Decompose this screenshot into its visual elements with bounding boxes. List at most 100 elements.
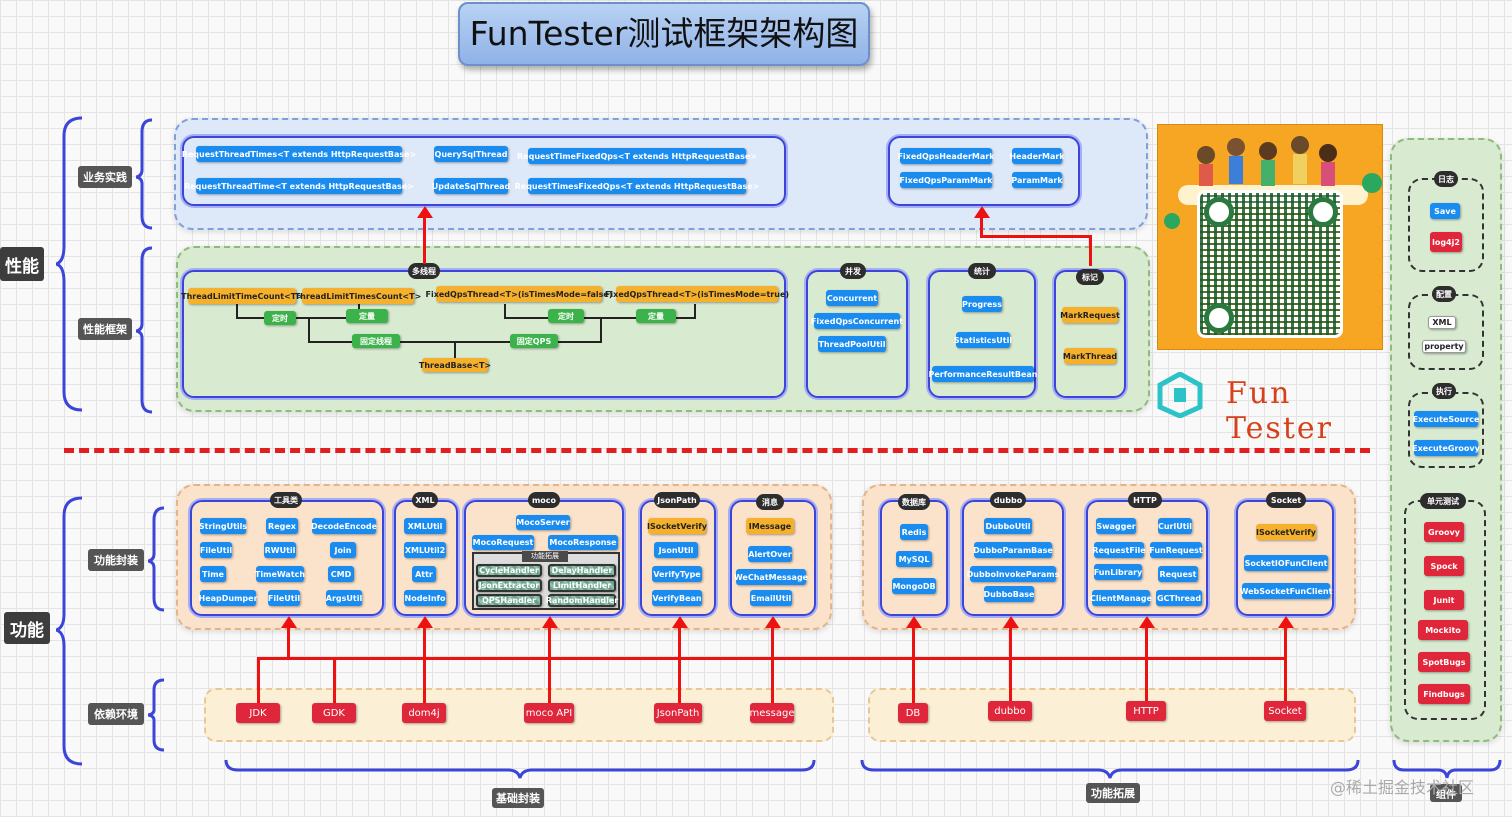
moco-ext-node[interactable]: JsonExtractor	[476, 579, 542, 592]
component-node[interactable]: ExecuteSource	[1413, 411, 1479, 427]
business-node[interactable]: ParamMark	[1011, 172, 1063, 188]
moco-ext-node[interactable]: RandomHandler	[545, 594, 619, 607]
socket-node[interactable]: ISocketVerify	[1256, 524, 1316, 540]
http-node[interactable]: ClientManage	[1090, 590, 1152, 606]
business-node[interactable]: RequestThreadTimes<T extends HttpRequest…	[182, 146, 416, 162]
component-node[interactable]: Spock	[1424, 556, 1464, 576]
mode-node[interactable]: 定量	[636, 309, 676, 323]
tool-node[interactable]: RWUtil	[264, 542, 296, 558]
business-node[interactable]: RequestTimesFixedQps<T extends HttpReque…	[515, 178, 759, 194]
dubbo-node[interactable]: DubboParamBase	[973, 542, 1053, 558]
jsonpath-node[interactable]: JsonUtil	[654, 542, 698, 558]
tool-node[interactable]: Time	[200, 566, 226, 582]
jsonpath-node[interactable]: VerifyType	[652, 566, 702, 582]
dep-node[interactable]: Socket	[1264, 701, 1306, 721]
socket-node[interactable]: WebSocketFunClient	[1240, 583, 1332, 599]
mode-node[interactable]: 定量	[346, 309, 388, 323]
concurrent-node[interactable]: FixedQpsConcurrent	[811, 313, 903, 329]
dep-node[interactable]: moco API	[524, 703, 574, 723]
dep-node[interactable]: DB	[898, 703, 928, 723]
mode-node[interactable]: 定时	[264, 311, 296, 325]
tool-node[interactable]: FileUtil	[200, 542, 232, 558]
jsonpath-node[interactable]: VerifyBean	[652, 590, 702, 606]
tool-node[interactable]: CMD	[328, 566, 354, 582]
xml-node[interactable]: NodeInfo	[404, 590, 446, 606]
dep-node[interactable]: GDK	[312, 703, 356, 723]
concurrent-node[interactable]: Concurrent	[826, 290, 878, 306]
component-node[interactable]: ExecuteGroovy	[1412, 440, 1480, 456]
dubbo-node[interactable]: DubboUtil	[984, 518, 1032, 534]
component-node[interactable]: Mockito	[1418, 620, 1468, 640]
xml-node[interactable]: Attr	[412, 566, 436, 582]
stats-node[interactable]: StatisticsUtil	[954, 332, 1012, 348]
business-node[interactable]: FixedQpsHeaderMark	[897, 148, 995, 164]
tool-node[interactable]: DecodeEncode	[311, 518, 377, 534]
thread-node[interactable]: ThreadLimitTimesCount<T>	[295, 288, 421, 304]
tool-node[interactable]: StringUtils	[199, 518, 247, 534]
mark-node[interactable]: MarkThread	[1063, 348, 1117, 364]
component-node[interactable]: Groovy	[1424, 522, 1464, 542]
component-node[interactable]: Junit	[1424, 590, 1464, 610]
component-node[interactable]: log4j2	[1430, 232, 1462, 252]
tool-node[interactable]: Join	[330, 542, 356, 558]
tool-node[interactable]: ArgsUtil	[326, 590, 362, 606]
db-node[interactable]: MySQL	[896, 551, 932, 567]
http-node[interactable]: FunLibrary	[1094, 564, 1142, 580]
business-node[interactable]: RequestTimeFixedQps<T extends HttpReques…	[517, 148, 757, 164]
mode-node[interactable]: 定时	[548, 309, 584, 323]
message-node[interactable]: WeChatMessage	[734, 569, 808, 585]
moco-ext-node[interactable]: LimitHandler	[548, 579, 616, 592]
stats-node[interactable]: PerformanceResultBean	[929, 366, 1038, 382]
component-node[interactable]: SpotBugs	[1418, 652, 1470, 672]
business-node[interactable]: HeaderMark	[1009, 148, 1065, 164]
db-node[interactable]: MongoDB	[892, 578, 936, 594]
message-node[interactable]: AlertOver	[748, 546, 792, 562]
business-node[interactable]: FixedQpsParamMark	[899, 172, 993, 188]
http-node[interactable]: FunRequest	[1149, 542, 1203, 558]
fixed-thread-node[interactable]: 固定线程	[352, 334, 400, 348]
dep-node[interactable]: message	[750, 703, 794, 723]
mark-node[interactable]: MarkRequest	[1060, 307, 1120, 323]
socket-node[interactable]: SocketIOFunClient	[1244, 555, 1328, 571]
component-node[interactable]: XML	[1428, 316, 1456, 329]
concurrent-node[interactable]: ThreadPoolUtil	[818, 336, 886, 352]
http-node[interactable]: Request	[1158, 566, 1198, 582]
dep-node[interactable]: HTTP	[1126, 701, 1166, 721]
business-node[interactable]: QuerySqlThread	[434, 146, 508, 162]
moco-ext-node[interactable]: DelayHandler	[548, 564, 616, 577]
stats-node[interactable]: Progress	[962, 296, 1002, 312]
business-node[interactable]: UpdateSqlThread	[432, 178, 510, 194]
moco-node[interactable]: MocoResponse	[548, 535, 618, 550]
thread-node[interactable]: FixedQpsThread<T>(isTimesMode=true)	[605, 286, 789, 302]
component-node[interactable]: Findbugs	[1418, 684, 1470, 704]
message-node[interactable]: IMessage	[746, 518, 794, 534]
moco-ext-node[interactable]: QPSHandler	[476, 594, 542, 607]
component-node[interactable]: Save	[1430, 203, 1460, 219]
dubbo-node[interactable]: DubboInvokeParams	[967, 566, 1059, 582]
threadbase-node[interactable]: ThreadBase<T>	[419, 358, 491, 372]
moco-ext-node[interactable]: CycleHandler	[476, 564, 542, 577]
http-node[interactable]: GCThread	[1156, 590, 1202, 606]
thread-node[interactable]: ThreadLimitTimeCount<T>	[181, 288, 303, 304]
dep-node[interactable]: dom4j	[402, 703, 446, 723]
moco-node[interactable]: MocoServer	[516, 515, 570, 530]
business-node[interactable]: RequestThreadTime<T extends HttpRequestB…	[184, 178, 414, 194]
db-node[interactable]: Redis	[900, 524, 928, 540]
message-node[interactable]: EmailUtil	[750, 590, 792, 606]
dubbo-node[interactable]: DubboBase	[984, 586, 1034, 602]
component-node[interactable]: property	[1422, 340, 1466, 353]
fixed-qps-node[interactable]: 固定QPS	[510, 334, 558, 348]
jsonpath-node[interactable]: ISocketVerify	[647, 518, 707, 534]
dep-node[interactable]: JDK	[236, 703, 280, 723]
http-node[interactable]: Swagger	[1096, 518, 1136, 534]
tool-node[interactable]: Regex	[266, 518, 298, 534]
tool-node[interactable]: HeapDumper	[199, 590, 258, 606]
thread-node[interactable]: FixedQpsThread<T>(isTimesMode=false)	[426, 286, 613, 302]
dep-node[interactable]: dubbo	[988, 701, 1032, 721]
http-node[interactable]: CurlUtil	[1158, 518, 1192, 534]
tool-node[interactable]: FileUtil	[268, 590, 300, 606]
tool-node[interactable]: TimeWatch	[255, 566, 305, 582]
xml-node[interactable]: XMLUtil	[404, 518, 446, 534]
dep-node[interactable]: JsonPath	[654, 703, 702, 723]
moco-node[interactable]: MocoRequest	[472, 535, 534, 550]
